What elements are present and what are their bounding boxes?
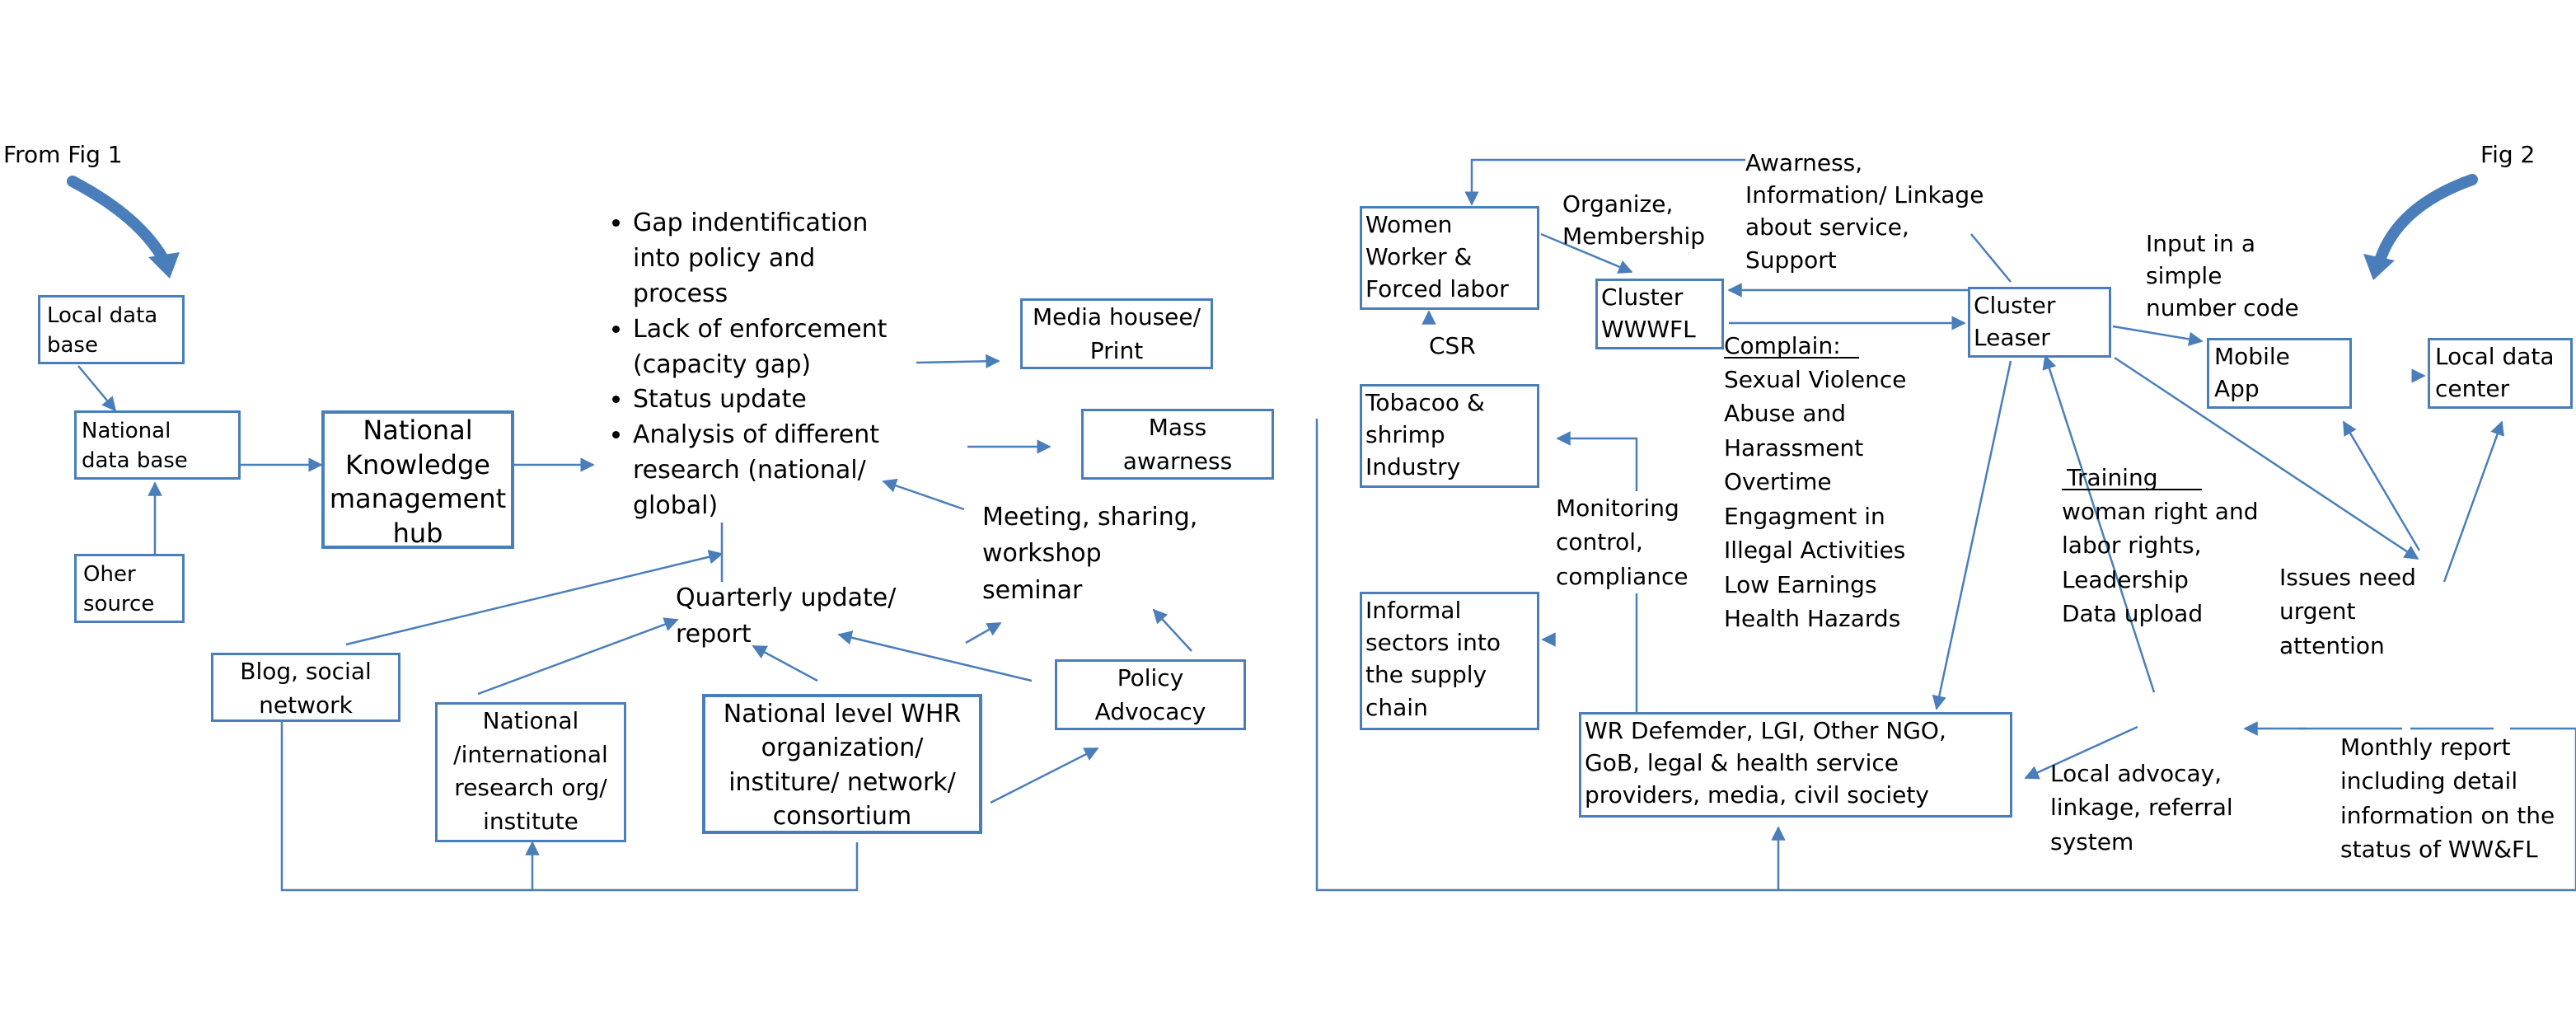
arrow-bullets-to-media <box>916 354 1000 369</box>
other-source-box: Oher source <box>74 554 185 623</box>
women-worker-box: Women Worker & Forced labor <box>1360 206 1539 310</box>
national-data-base-label: National data base <box>82 419 188 474</box>
bullet-item: Lack of enforcement (capacity gap) <box>633 312 979 383</box>
line-bottom-bracket <box>280 722 859 892</box>
whr-organization-label: National level WHR organization/ institu… <box>723 700 962 832</box>
policy-advocacy-label: Policy Advocacy <box>1094 664 1206 725</box>
mobile-app-label: Mobile App <box>2214 343 2290 403</box>
arrow-localdb-to-nationaldb <box>77 365 117 412</box>
cluster-wwwfl-label: Cluster WWWFL <box>1601 284 1696 344</box>
arrow-blog-to-quarterly <box>345 550 724 646</box>
wr-defender-label: WR Defemder, LGI, Other NGO, GoB, legal … <box>1585 717 1946 809</box>
local-advocacy-label: Local advocay, linkage, referral system <box>2050 760 2233 855</box>
meeting-sharing-label: Meeting, sharing, workshop seminar <box>982 503 1198 605</box>
bullet-item: Analysis of different research (national… <box>633 418 979 524</box>
local-data-base-label: Local data base <box>47 303 158 359</box>
curved-arrow-fig1 <box>67 176 169 265</box>
mass-awareness-box: Mass awarness <box>1081 409 1274 480</box>
curved-arrow-fig2 <box>2374 174 2478 266</box>
arrow-policy-to-meeting <box>1152 608 1192 652</box>
complain-items: Sexual Violence Abuse and Harassment Ove… <box>1724 366 1907 633</box>
csr-label: CSR <box>1429 332 1476 359</box>
policy-advocacy-box: Policy Advocacy <box>1055 659 1246 730</box>
research-org-label: National /international research org/ in… <box>453 707 608 835</box>
mass-awareness-label: Mass awarness <box>1122 414 1233 475</box>
fig2-label: Fig 2 <box>2480 141 2536 168</box>
other-source-label: Oher source <box>83 562 155 617</box>
line-right-frame <box>1315 419 2576 892</box>
cluster-leaser-box: Cluster Leaser <box>1968 287 2111 358</box>
training-items: woman right and labor rights, Leadership… <box>2062 498 2259 628</box>
arrow-to-wr-defender <box>2024 725 2138 780</box>
bullet-item: Status update <box>633 382 979 418</box>
mobile-app-box: Mobile App <box>2207 338 2352 409</box>
local-data-center-label: Local data center <box>2435 343 2555 403</box>
media-house-label: Media housee/ Print <box>1032 303 1201 364</box>
local-data-base-box: Local data base <box>38 295 185 364</box>
arrow-issues-to-mobile <box>2342 420 2421 551</box>
line-leaser-to-awareness <box>1970 233 2012 283</box>
arrow-to-meeting <box>965 621 1002 644</box>
arrow-research-to-quarterly <box>477 617 679 696</box>
arrow-whr-to-quarterly <box>752 644 818 682</box>
arrow-policy-to-quarterly <box>837 630 1033 682</box>
arrow-awareness-to-women <box>1464 158 1745 206</box>
tobacco-shrimp-box: Tobacoo & shrimp Industry <box>1360 384 1539 488</box>
organize-membership-label: Organize, Membership <box>1562 190 1706 251</box>
arrow-leaser-to-wr <box>1932 360 2012 710</box>
curved-arrowhead-fig1 <box>148 252 180 279</box>
women-worker-label: Women Worker & Forced labor <box>1365 211 1509 303</box>
arrow-to-leaser-training <box>2042 354 2156 693</box>
blog-social-box: Blog, social network <box>211 653 400 722</box>
media-house-box: Media housee/ Print <box>1020 298 1213 369</box>
blog-social-label: Blog, social network <box>240 658 372 719</box>
tobacco-shrimp-label: Tobacoo & shrimp Industry <box>1365 389 1485 481</box>
bullet-item: Gap indentification into policy and proc… <box>633 206 979 312</box>
input-number-code-label: Input in a simple number code <box>2146 230 2299 322</box>
informal-sectors-label: Informal sectors into the supply chain <box>1365 597 1501 721</box>
local-data-center-box: Local data center <box>2428 338 2573 409</box>
cluster-leaser-label: Cluster Leaser <box>1974 292 2056 352</box>
complain-title: Complain: <box>1724 332 1841 359</box>
whr-organization-box: National level WHR organization/ institu… <box>702 694 982 834</box>
arrow-monitoring-to-tobacco <box>1556 431 1638 714</box>
awareness-info-label: Awarness, Information/ Linkage about ser… <box>1745 149 1984 274</box>
national-data-base-box: National data base <box>74 410 241 480</box>
cluster-wwwfl-box: Cluster WWWFL <box>1595 279 1724 349</box>
arrow-women-to-cluster <box>1540 232 1633 274</box>
hub-output-bullet-list: Gap indentification into policy and proc… <box>590 206 979 524</box>
curved-arrowhead-fig2 <box>2363 254 2395 280</box>
arrow-leaser-to-mobile <box>2112 325 2204 347</box>
knowledge-hub-label: National Knowledge management hub <box>329 415 507 549</box>
issues-attention-label: Issues need urgent attention <box>2279 564 2416 659</box>
from-fig1-label: From Fig 1 <box>3 141 123 168</box>
knowledge-hub-box: National Knowledge management hub <box>321 410 514 549</box>
informal-sectors-box: Informal sectors into the supply chain <box>1360 592 1539 730</box>
wr-defender-box: WR Defemder, LGI, Other NGO, GoB, legal … <box>1579 712 2012 818</box>
arrow-issues-to-local-center <box>2443 420 2504 583</box>
training-title: Training <box>2067 464 2158 491</box>
arrow-whr-to-policy <box>990 747 1099 804</box>
monitoring-label: Monitoring control, compliance <box>1556 491 1688 594</box>
monthly-report-label: Monthly report including detail informat… <box>2340 733 2555 864</box>
research-org-box: National /international research org/ in… <box>435 702 626 842</box>
arrow-leaser-to-issues <box>2114 356 2419 560</box>
arrow-meeting-to-bullets <box>882 478 965 511</box>
quarterly-update-label: Quarterly update/ report <box>676 583 897 649</box>
